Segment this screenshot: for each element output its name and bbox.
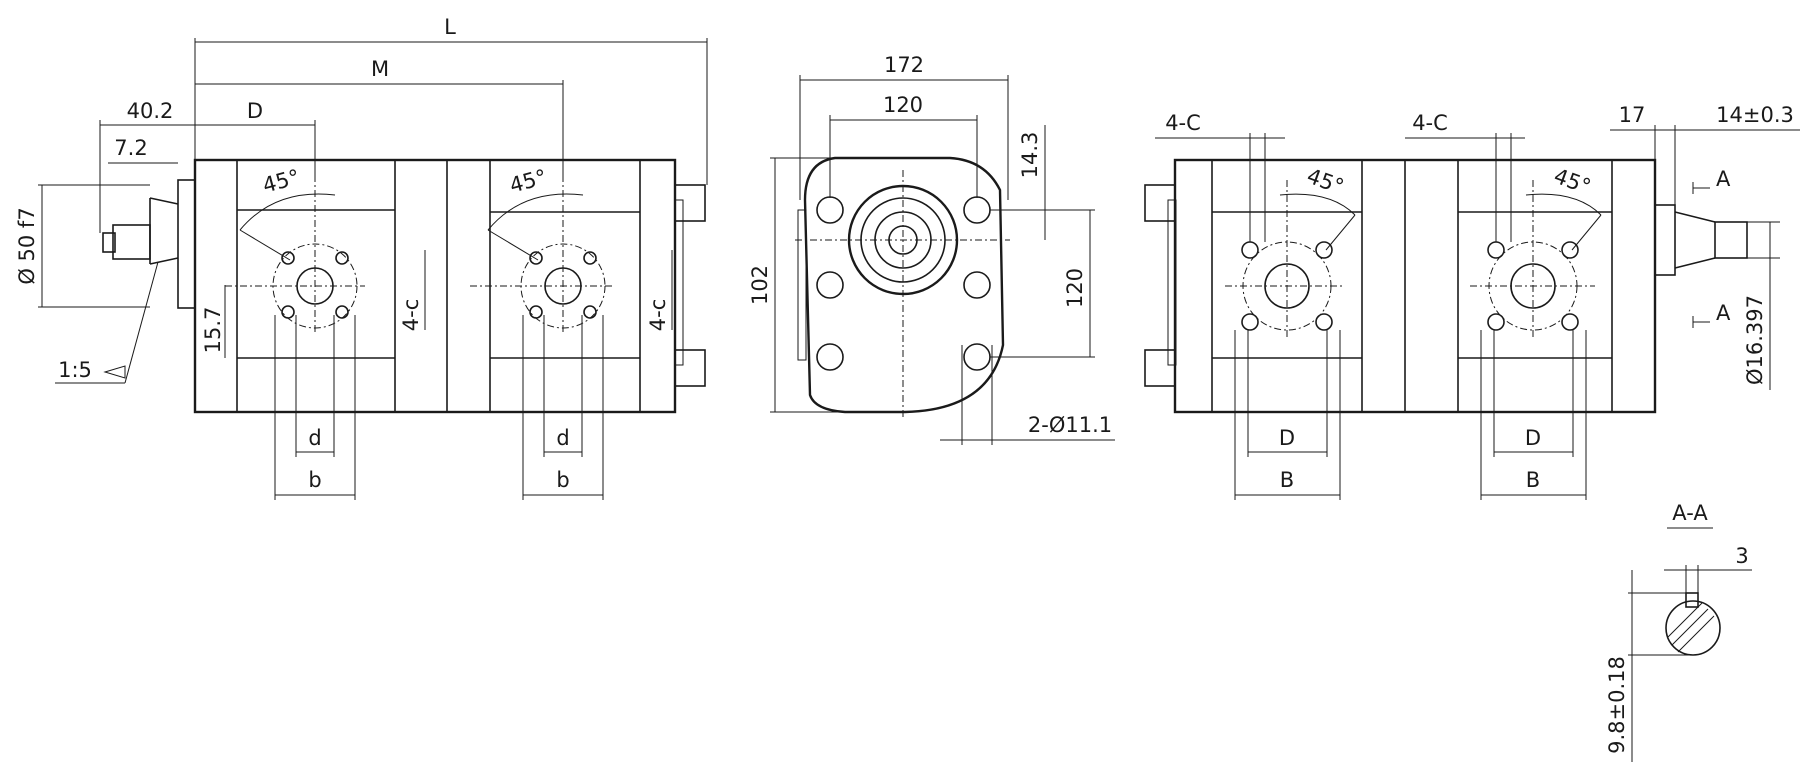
dim-d-label-1: d	[308, 426, 321, 450]
dim-dia-50-label: Ø 50 f7	[15, 207, 39, 284]
dim-D-label-right-1: D	[1279, 426, 1295, 450]
dim-4C-label-2: 4-C	[1412, 111, 1448, 135]
dim-B-label-right-1: B	[1280, 468, 1294, 492]
dim-M-label: M	[371, 57, 389, 81]
dim-4C-label-1: 4-C	[1165, 111, 1201, 135]
left-view-dimensions: L M 40.2 D 7.2 Ø 50 f7 15.7 1:5 45° 45° …	[15, 15, 708, 500]
section-AA-label: A-A	[1672, 501, 1708, 525]
dim-172-label: 172	[884, 53, 924, 77]
dim-3-label: 3	[1735, 544, 1748, 568]
dim-14-3-label: 14.3	[1018, 132, 1042, 179]
angle-label-3: 45°	[1304, 164, 1347, 199]
dim-40-2-label: 40.2	[127, 99, 174, 123]
section-mark-A-top: A	[1716, 167, 1731, 191]
dim-7-2-label: 7.2	[114, 136, 147, 160]
angle-label-1: 45°	[260, 165, 302, 198]
angle-label-2: 45°	[507, 165, 549, 198]
left-side-view	[102, 158, 706, 414]
dim-120-top-label: 120	[883, 93, 923, 117]
dim-4c-label-2: 4-c	[646, 299, 670, 331]
dim-4c-label-1: 4-c	[399, 299, 423, 331]
angle-label-4: 45°	[1551, 164, 1594, 199]
dim-D-label-right-2: D	[1525, 426, 1541, 450]
right-side-view	[1144, 158, 1748, 414]
dim-9-8-label: 9.8±0.18	[1605, 656, 1629, 754]
right-view-dimensions: 4-C 4-C 45° 45° 17 14±0.3 Ø16.397 A A D …	[1155, 103, 1800, 500]
dim-dia-16-label: Ø16.397	[1743, 295, 1767, 385]
front-view-dimensions: 172 120 14.3 120 102 2-Ø11.1	[748, 53, 1115, 445]
dim-102-label: 102	[748, 265, 772, 305]
dim-b-label-1: b	[308, 468, 321, 492]
dim-holes-label: 2-Ø11.1	[1028, 413, 1112, 437]
dim-L-label: L	[444, 15, 456, 39]
dim-17-label: 17	[1619, 103, 1646, 127]
dim-14-03-label: 14±0.3	[1716, 103, 1794, 127]
section-mark-A-bottom: A	[1716, 301, 1731, 325]
front-view	[795, 156, 1010, 420]
dim-D-label: D	[247, 99, 263, 123]
taper-label: 1:5	[58, 358, 92, 382]
dim-b-label-2: b	[556, 468, 569, 492]
dim-120-side-label: 120	[1063, 268, 1087, 308]
section-AA: A-A 3 9.8±0.18	[1605, 501, 1752, 762]
dim-B-label-right-2: B	[1526, 468, 1540, 492]
dim-15-7-label: 15.7	[201, 307, 225, 354]
dim-d-label-2: d	[556, 426, 569, 450]
